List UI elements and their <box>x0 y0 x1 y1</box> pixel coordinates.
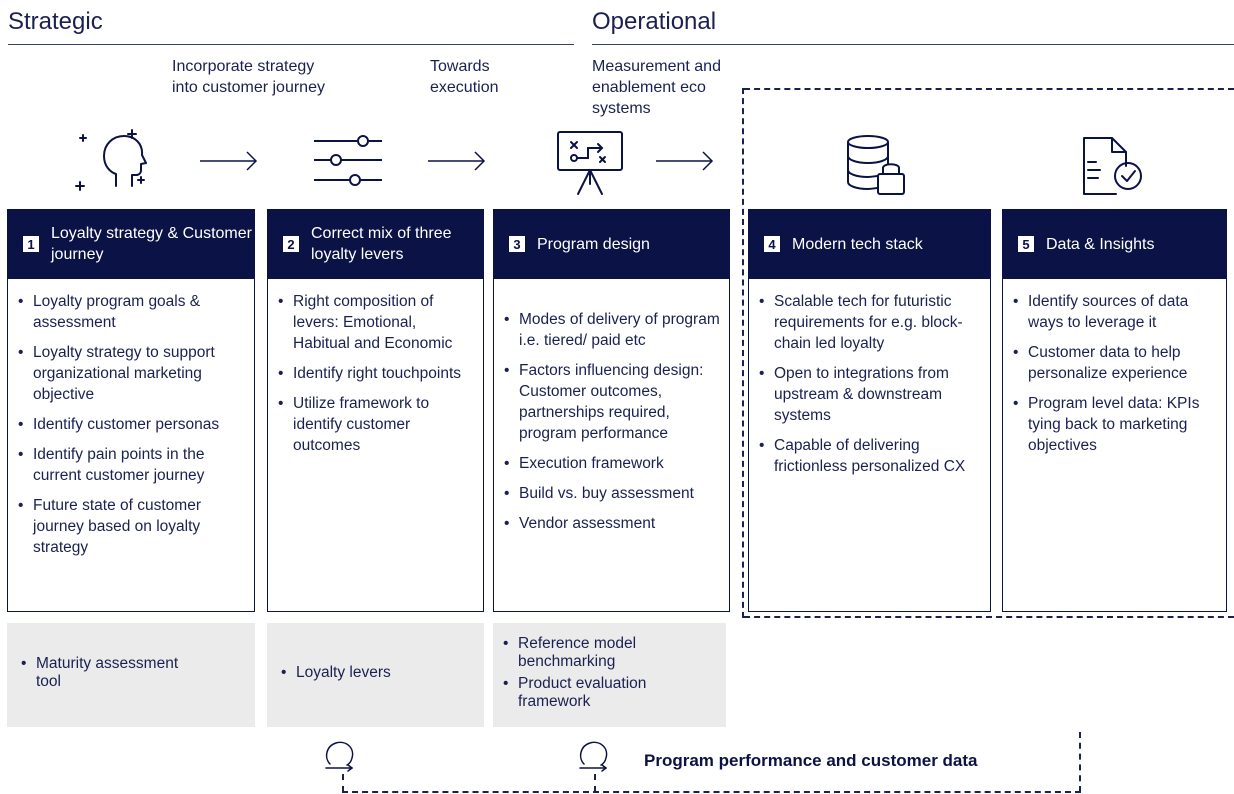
list-item: Scalable tech for futuristic requirement… <box>757 291 982 354</box>
list-item: Program level data: KPIs tying back to m… <box>1011 393 1218 456</box>
list-item: Build vs. buy assessment <box>502 483 721 504</box>
ai-head-icon <box>72 128 152 194</box>
list-item: Utilize framework to identify customer o… <box>276 393 475 456</box>
list-item: Future state of customer journey based o… <box>16 495 246 558</box>
list-item: Loyalty program goals & assessment <box>16 291 246 333</box>
operational-region-left-border <box>742 88 744 618</box>
list-item: Modes of delivery of program i.e. tiered… <box>502 309 721 351</box>
cycle-icon <box>576 738 612 772</box>
operational-region-top-border <box>744 88 1234 90</box>
card-title: Program design <box>537 235 650 253</box>
card-body: Scalable tech for futuristic requirement… <box>748 279 991 612</box>
step-caption-2: Towards execution <box>430 58 499 96</box>
card-title: Data & Insights <box>1046 235 1155 253</box>
card-number: 5 <box>1018 236 1034 252</box>
arrow-right-icon <box>200 151 258 171</box>
tool-item: Reference model benchmarking <box>501 635 688 671</box>
sliders-icon <box>312 133 384 189</box>
card-body: Modes of delivery of program i.e. tiered… <box>493 279 730 612</box>
feedback-loop-mid-connector <box>594 774 596 792</box>
tool-item: Loyalty levers <box>279 664 391 682</box>
card-title: Modern tech stack <box>792 235 923 253</box>
card-number: 2 <box>283 236 299 252</box>
cycle-icon <box>322 738 358 772</box>
card-number: 3 <box>509 236 525 252</box>
tool-box-1: Maturity assessment tool <box>7 623 255 727</box>
list-item: Factors influencing design: Customer out… <box>502 360 721 444</box>
tool-item: Maturity assessment tool <box>19 655 186 691</box>
card-body: Loyalty program goals & assessment Loyal… <box>7 279 255 612</box>
card-title: Correct mix of three loyalty levers <box>311 225 452 263</box>
list-item: Identify right touchpoints <box>276 363 475 384</box>
step-caption-1: Incorporate strategy into customer journ… <box>172 58 325 96</box>
card-header: 4 Modern tech stack <box>748 209 991 279</box>
list-item: Vendor assessment <box>502 513 721 534</box>
card-header: 1 Loyalty strategy & Customer journey <box>7 209 255 279</box>
arrow-right-icon <box>656 151 714 171</box>
step-caption-3: Measurement and enablement eco systems <box>592 58 721 117</box>
operational-rule <box>592 44 1234 45</box>
strategic-rule <box>8 44 574 45</box>
list-item: Right composition of levers: Emotional, … <box>276 291 475 354</box>
card-number: 4 <box>764 236 780 252</box>
list-item: Capable of delivering frictionless perso… <box>757 435 982 477</box>
document-check-icon <box>1080 136 1146 196</box>
list-item: Identify pain points in the current cust… <box>16 444 246 486</box>
arrow-right-icon <box>428 151 486 171</box>
database-lock-icon <box>844 134 910 196</box>
card-5: 5 Data & Insights Identify sources of da… <box>1002 209 1227 612</box>
list-item: Customer data to help personalize experi… <box>1011 342 1218 384</box>
operational-header: Operational <box>592 8 717 35</box>
tool-box-2: Loyalty levers <box>267 623 484 727</box>
list-item: Identify sources of data ways to leverag… <box>1011 291 1218 333</box>
card-1: 1 Loyalty strategy & Customer journey Lo… <box>7 209 255 612</box>
card-body: Identify sources of data ways to leverag… <box>1002 279 1227 612</box>
feedback-loop-right-border <box>1079 732 1081 792</box>
feedback-loop-bottom-border <box>342 791 1081 793</box>
card-title: Loyalty strategy & Customer journey <box>51 225 252 263</box>
list-item: Execution framework <box>502 453 721 474</box>
card-2: 2 Correct mix of three loyalty levers Ri… <box>267 209 484 612</box>
list-item: Loyalty strategy to support organization… <box>16 342 246 405</box>
card-header: 2 Correct mix of three loyalty levers <box>267 209 484 279</box>
feedback-loop-left-border <box>342 774 344 792</box>
strategic-header: Strategic <box>8 8 103 35</box>
tool-item: Product evaluation framework <box>501 675 688 711</box>
card-body: Right composition of levers: Emotional, … <box>267 279 484 612</box>
card-header: 3 Program design <box>493 209 730 279</box>
list-item: Identify customer personas <box>16 414 246 435</box>
card-number: 1 <box>23 236 39 252</box>
presentation-board-icon <box>556 130 626 196</box>
list-item: Open to integrations from upstream & dow… <box>757 363 982 426</box>
card-4: 4 Modern tech stack Scalable tech for fu… <box>748 209 991 612</box>
feedback-loop-label: Program performance and customer data <box>644 751 978 770</box>
card-header: 5 Data & Insights <box>1002 209 1227 279</box>
operational-region-bottom-border <box>744 616 1234 618</box>
card-3: 3 Program design Modes of delivery of pr… <box>493 209 730 612</box>
tool-box-3: Reference model benchmarking Product eva… <box>493 623 726 727</box>
